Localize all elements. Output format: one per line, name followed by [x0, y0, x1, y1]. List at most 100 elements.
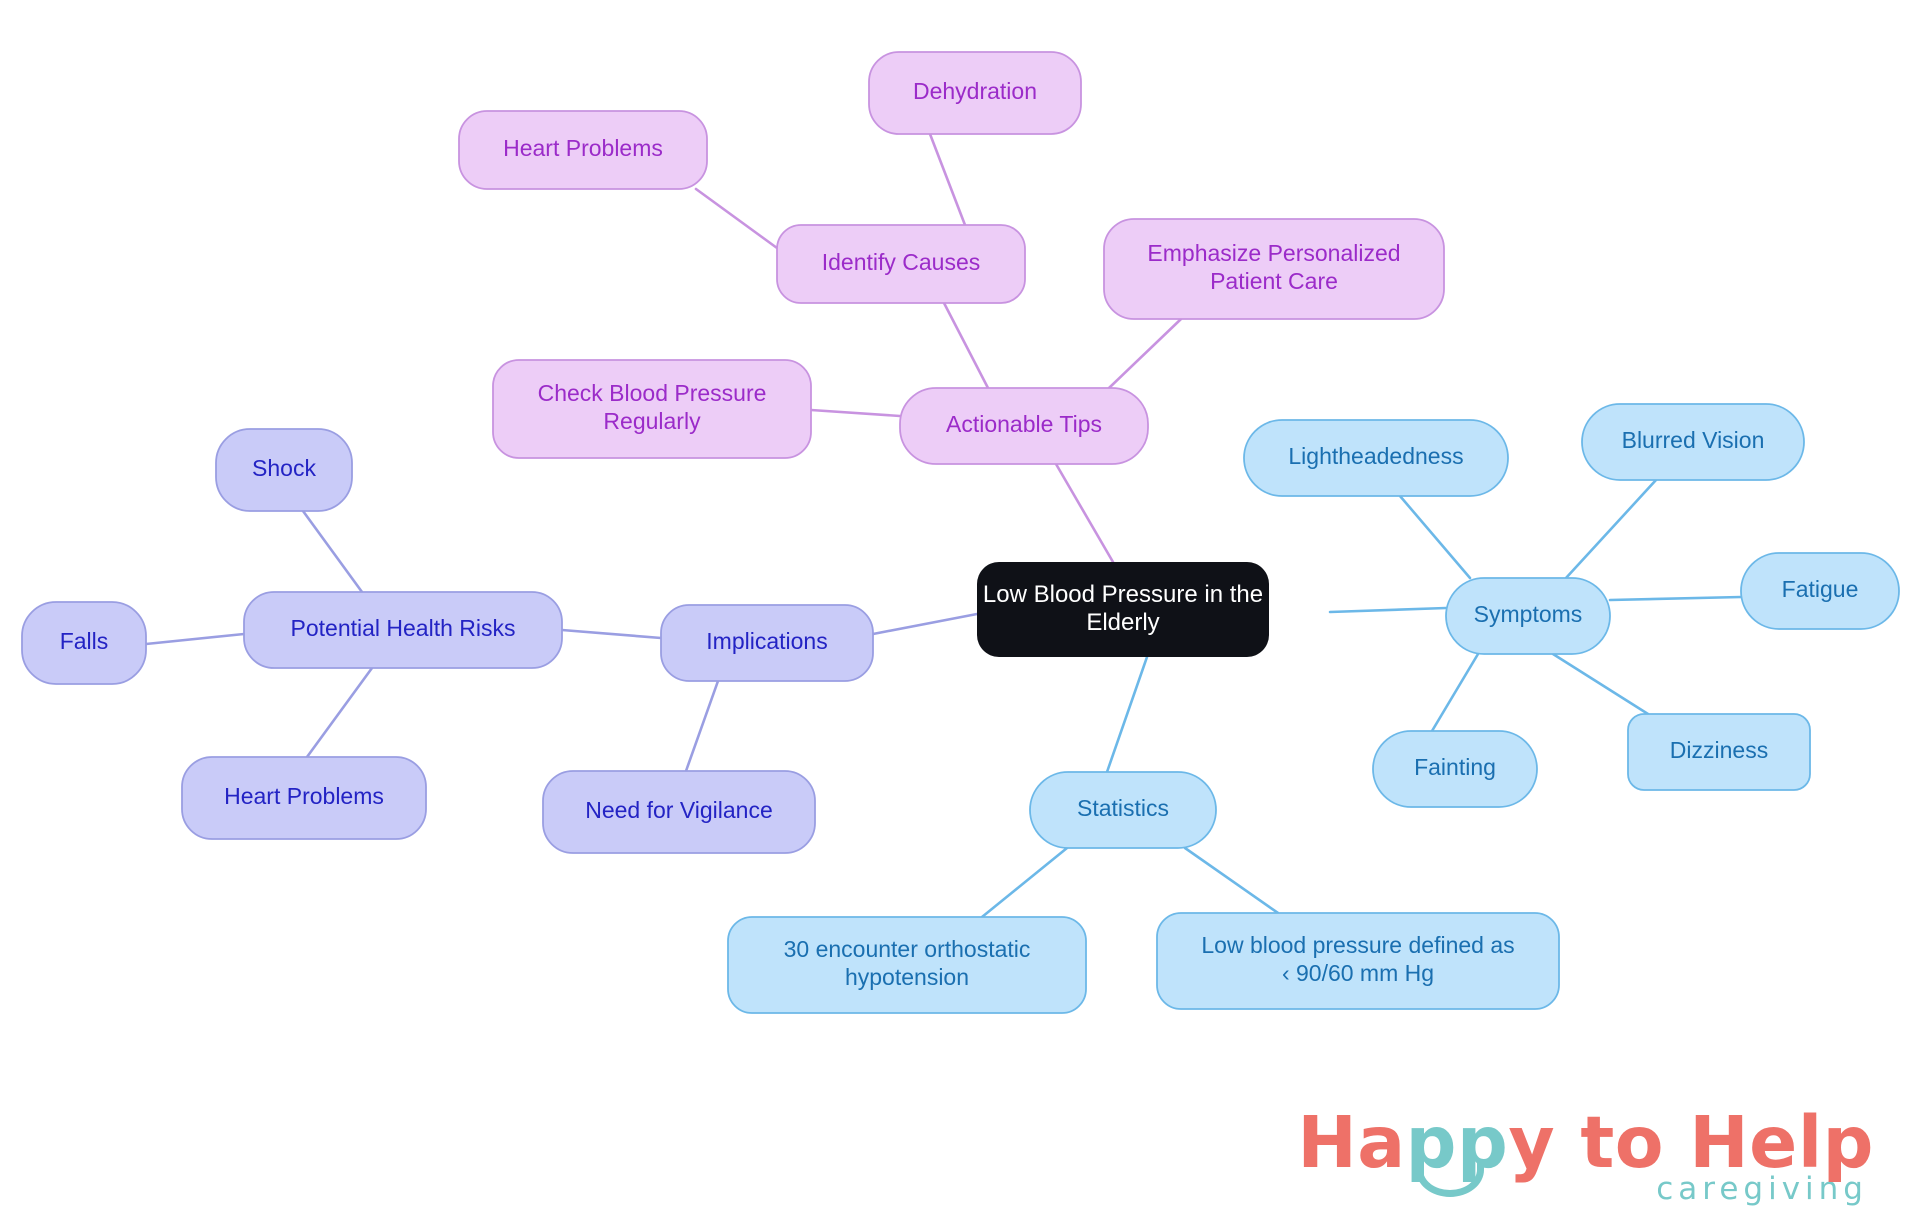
mindmap-node-symptoms[interactable]: Symptoms: [1445, 577, 1611, 655]
mindmap-link: [980, 846, 1069, 919]
node-shape: [868, 51, 1082, 135]
node-shape: [1372, 730, 1538, 808]
node-label: Heart Problems: [224, 783, 384, 809]
node-label: Identify Causes: [822, 249, 981, 275]
mindmap-node-fainting[interactable]: Fainting: [1372, 730, 1538, 808]
mindmap-link: [301, 509, 364, 594]
node-shape: [458, 110, 708, 190]
mindmap-link: [1105, 655, 1149, 774]
node-label: Falls: [60, 628, 109, 654]
node-label: Regularly: [603, 408, 701, 434]
node-label: Dizziness: [1670, 737, 1768, 763]
logo-wordmark: Happy to Help: [1297, 1107, 1874, 1197]
logo-part-ha: Ha: [1297, 1101, 1406, 1184]
node-shape: [1103, 218, 1445, 320]
node-label: Patient Care: [1210, 268, 1338, 294]
node-label: Blurred Vision: [1622, 427, 1765, 453]
mindmap-link: [942, 301, 990, 390]
node-label: Fainting: [1414, 754, 1496, 780]
node-shape: [1740, 552, 1900, 630]
node-shape: [660, 604, 874, 682]
mindmap-link: [694, 187, 779, 250]
mindmap-node-vigilance[interactable]: Need for Vigilance: [542, 770, 816, 854]
mindmap-link: [560, 628, 663, 640]
node-shape: [492, 359, 812, 459]
node-shape: [181, 756, 427, 840]
node-label: Check Blood Pressure: [538, 380, 767, 406]
mindmap-link: [1551, 652, 1650, 716]
node-label: Elderly: [1086, 609, 1159, 636]
mindmap-node-heart2[interactable]: Heart Problems: [181, 756, 427, 840]
node-label: Lightheadedness: [1288, 443, 1463, 469]
mindmap-link: [871, 612, 979, 636]
mindmap-link: [1107, 317, 1183, 390]
mindmap-node-heart1[interactable]: Heart Problems: [458, 110, 708, 190]
node-label: Heart Problems: [503, 135, 663, 161]
node-shape: [1156, 912, 1560, 1010]
mindmap-node-tips[interactable]: Actionable Tips: [899, 387, 1149, 465]
mindmap-link: [1183, 846, 1280, 915]
mindmap-node-stat2[interactable]: Low blood pressure defined as‹ 90/60 mm …: [1156, 912, 1560, 1010]
mindmap-node-dizzy[interactable]: Dizziness: [1627, 713, 1811, 791]
node-label: hypotension: [845, 964, 969, 990]
node-shape: [899, 387, 1149, 465]
node-label: Statistics: [1077, 795, 1169, 821]
link-layer: [144, 132, 1743, 919]
node-label: Actionable Tips: [946, 411, 1102, 437]
node-shape: [776, 224, 1026, 304]
node-shape: [727, 916, 1087, 1014]
mindmap-link: [1054, 462, 1115, 564]
node-shape: [1243, 419, 1509, 497]
node-label: ‹ 90/60 mm Hg: [1282, 960, 1434, 986]
node-label: Need for Vigilance: [585, 797, 773, 823]
node-shape: [243, 591, 563, 669]
mindmap-node-implic[interactable]: Implications: [660, 604, 874, 682]
node-shape: [1627, 713, 1811, 791]
node-shape: [542, 770, 816, 854]
smile-icon: [1416, 1160, 1485, 1197]
node-shape: [1581, 403, 1805, 481]
mindmap-link: [1398, 494, 1472, 580]
mindmap-link: [305, 666, 374, 759]
node-label: Low Blood Pressure in the: [983, 581, 1263, 608]
mindmap-node-dehyd[interactable]: Dehydration: [868, 51, 1082, 135]
node-label: Shock: [252, 455, 316, 481]
node-label: Potential Health Risks: [291, 615, 516, 641]
node-label: 30 encounter orthostatic: [784, 936, 1031, 962]
mindmap-node-stats[interactable]: Statistics: [1029, 771, 1217, 849]
node-shape: [977, 562, 1269, 657]
mindmap-link: [1430, 652, 1480, 733]
node-label: Emphasize Personalized: [1147, 240, 1400, 266]
mindmap-node-risks[interactable]: Potential Health Risks: [243, 591, 563, 669]
mindmap-link: [928, 132, 967, 227]
mindmap-link: [144, 632, 246, 646]
node-shape: [21, 601, 147, 685]
node-label: Implications: [706, 628, 827, 654]
mindmap-link: [1608, 595, 1743, 602]
mindmap-link: [1564, 478, 1658, 580]
mindmap-node-fatigue[interactable]: Fatigue: [1740, 552, 1900, 630]
mindmap-link: [684, 679, 720, 773]
node-shape: [1445, 577, 1611, 655]
node-label: Dehydration: [913, 78, 1037, 104]
logo-part-rest: y to Help: [1508, 1101, 1874, 1184]
mindmap-node-blurred[interactable]: Blurred Vision: [1581, 403, 1805, 481]
node-label: Symptoms: [1474, 601, 1583, 627]
brand-logo: Happy to Help caregiving: [1297, 1107, 1874, 1205]
mindmap-link: [809, 408, 902, 418]
node-label: Fatigue: [1782, 576, 1859, 602]
node-label: Low blood pressure defined as: [1201, 932, 1514, 958]
mindmap-node-shock[interactable]: Shock: [215, 428, 353, 512]
node-shape: [215, 428, 353, 512]
node-shape: [1029, 771, 1217, 849]
mindmap-node-falls[interactable]: Falls: [21, 601, 147, 685]
mindmap-node-causes[interactable]: Identify Causes: [776, 224, 1026, 304]
mindmap-node-light[interactable]: Lightheadedness: [1243, 419, 1509, 497]
mindmap-link: [1328, 606, 1448, 614]
